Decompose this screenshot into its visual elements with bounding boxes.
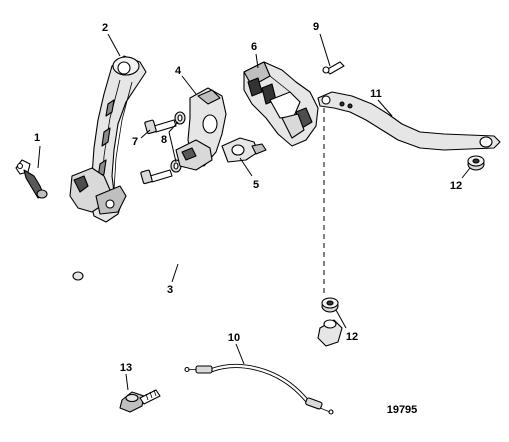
part-throttle-lever-arm xyxy=(69,55,147,223)
callout-3: 3 xyxy=(167,284,173,296)
callout-10: 10 xyxy=(228,332,240,344)
callout-4: 4 xyxy=(175,65,182,77)
part-linkage-clip xyxy=(15,159,48,199)
leader-lines xyxy=(37,33,471,391)
part-nut-upper xyxy=(467,155,485,171)
part-shift-bracket xyxy=(175,87,227,171)
callout-13: 13 xyxy=(120,362,132,374)
part-bushing-upper xyxy=(174,111,186,125)
figure-id: 19795 xyxy=(387,404,418,416)
part-cable xyxy=(184,363,334,415)
part-cotter-pin xyxy=(322,61,345,75)
callout-12-lower: 12 xyxy=(346,331,358,343)
callout-6: 6 xyxy=(251,41,257,53)
callout-1: 1 xyxy=(34,132,40,144)
part-screw-lower xyxy=(140,169,173,185)
part-bolt xyxy=(119,389,161,413)
part-nut-lower xyxy=(321,297,339,313)
callout-12-upper: 12 xyxy=(450,180,462,192)
callout-7: 7 xyxy=(132,136,138,148)
callout-8: 8 xyxy=(161,134,167,146)
part-link-rod-end xyxy=(221,137,267,163)
callout-11: 11 xyxy=(370,88,382,100)
callout-2: 2 xyxy=(102,22,108,34)
callout-5: 5 xyxy=(253,179,259,191)
part-shift-rod xyxy=(72,259,343,347)
part-screw-upper xyxy=(144,119,177,135)
part-curved-link-arm xyxy=(317,91,501,151)
part-shift-housing xyxy=(243,61,319,147)
callout-labels: 1 2 3 4 5 6 7 8 9 10 11 12 12 13 19795 xyxy=(34,21,462,416)
callout-9: 9 xyxy=(313,21,319,33)
